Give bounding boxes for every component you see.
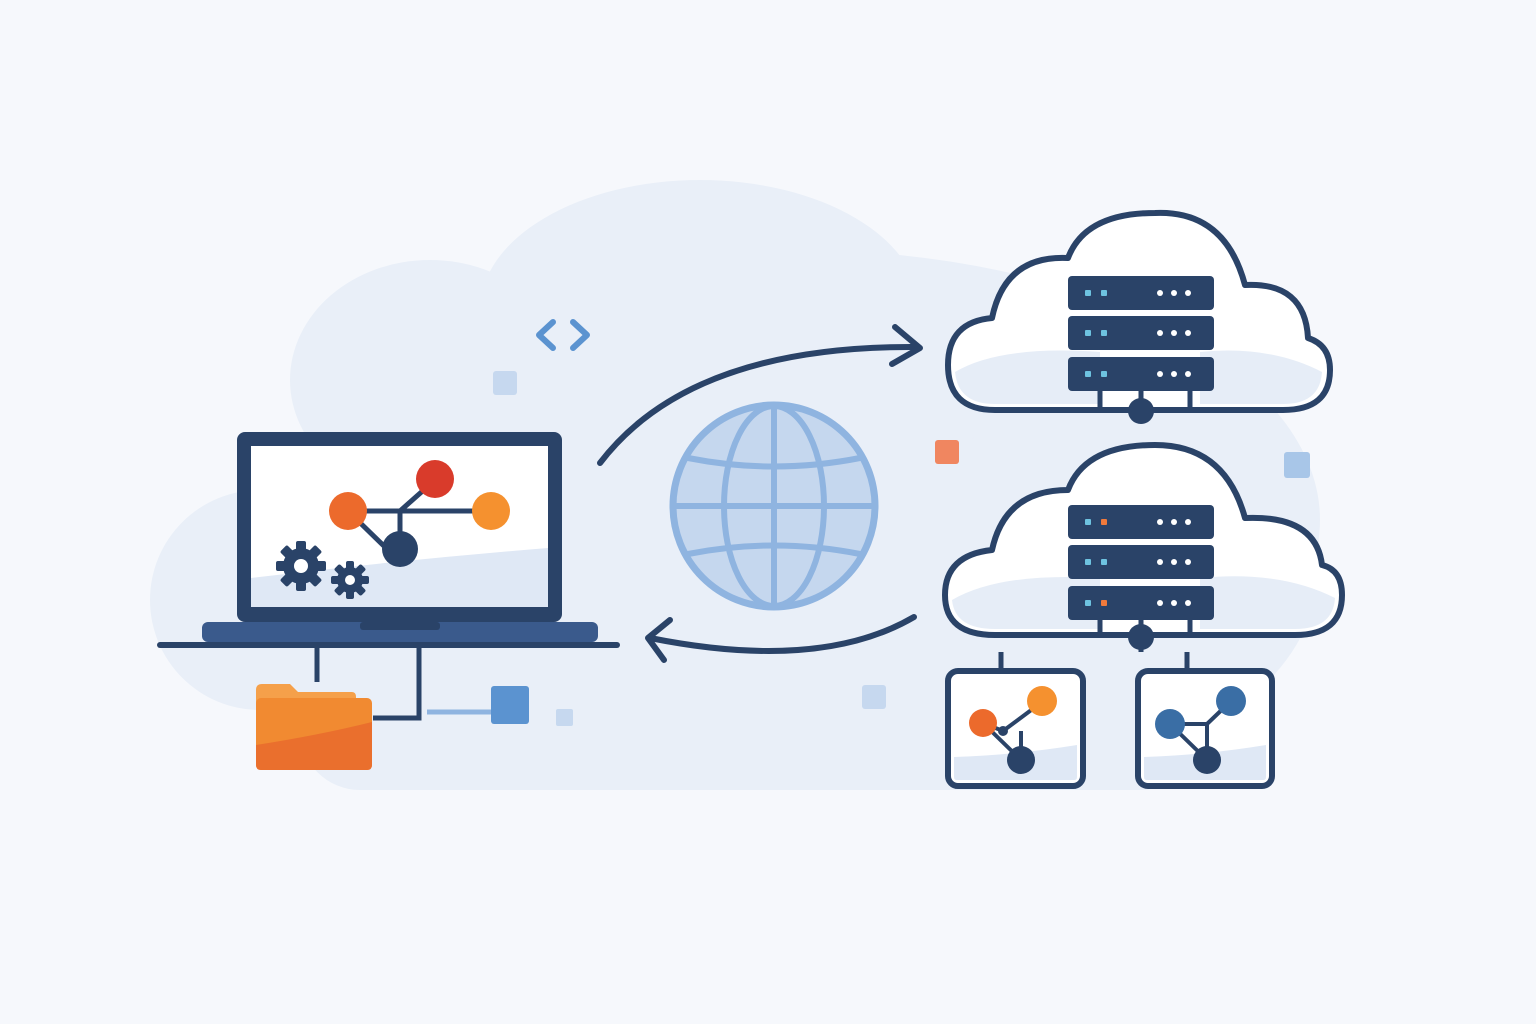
laptop-connectors	[314, 648, 492, 721]
decorative-squares	[493, 371, 1310, 726]
laptop-icon	[157, 432, 620, 648]
network-graph-icon	[1135, 668, 1275, 789]
graph-node	[329, 492, 367, 530]
square-deco	[1284, 452, 1310, 478]
box-connectors	[998, 652, 1190, 671]
square-deco	[493, 371, 517, 395]
graph-node	[416, 460, 454, 498]
square-deco	[935, 440, 959, 464]
network-graph-icon	[945, 668, 1086, 789]
graph-node	[1027, 686, 1057, 716]
graph-node	[1155, 709, 1185, 739]
graph-node	[472, 492, 510, 530]
cloud-server-icon	[945, 209, 1333, 424]
graph-node	[1007, 746, 1035, 774]
cloud-server-icon	[942, 442, 1345, 652]
graph-node	[998, 726, 1008, 736]
sync-arrow-icon	[597, 324, 923, 466]
graph-node	[1216, 686, 1246, 716]
code-brackets-icon	[536, 319, 590, 351]
network-graph-icon	[329, 460, 510, 567]
server-rack-icon	[1068, 276, 1214, 391]
connector-square	[491, 686, 529, 724]
graph-node	[1193, 746, 1221, 774]
sync-arrow-icon	[645, 614, 917, 663]
graph-node	[382, 531, 418, 567]
gear-icon	[331, 561, 369, 599]
folder-icon	[256, 684, 372, 770]
gear-icon	[276, 541, 326, 591]
square-deco	[556, 709, 573, 726]
server-rack-icon	[1068, 505, 1214, 620]
globe-icon	[669, 401, 879, 611]
square-deco	[862, 685, 886, 709]
graph-node	[969, 709, 997, 737]
